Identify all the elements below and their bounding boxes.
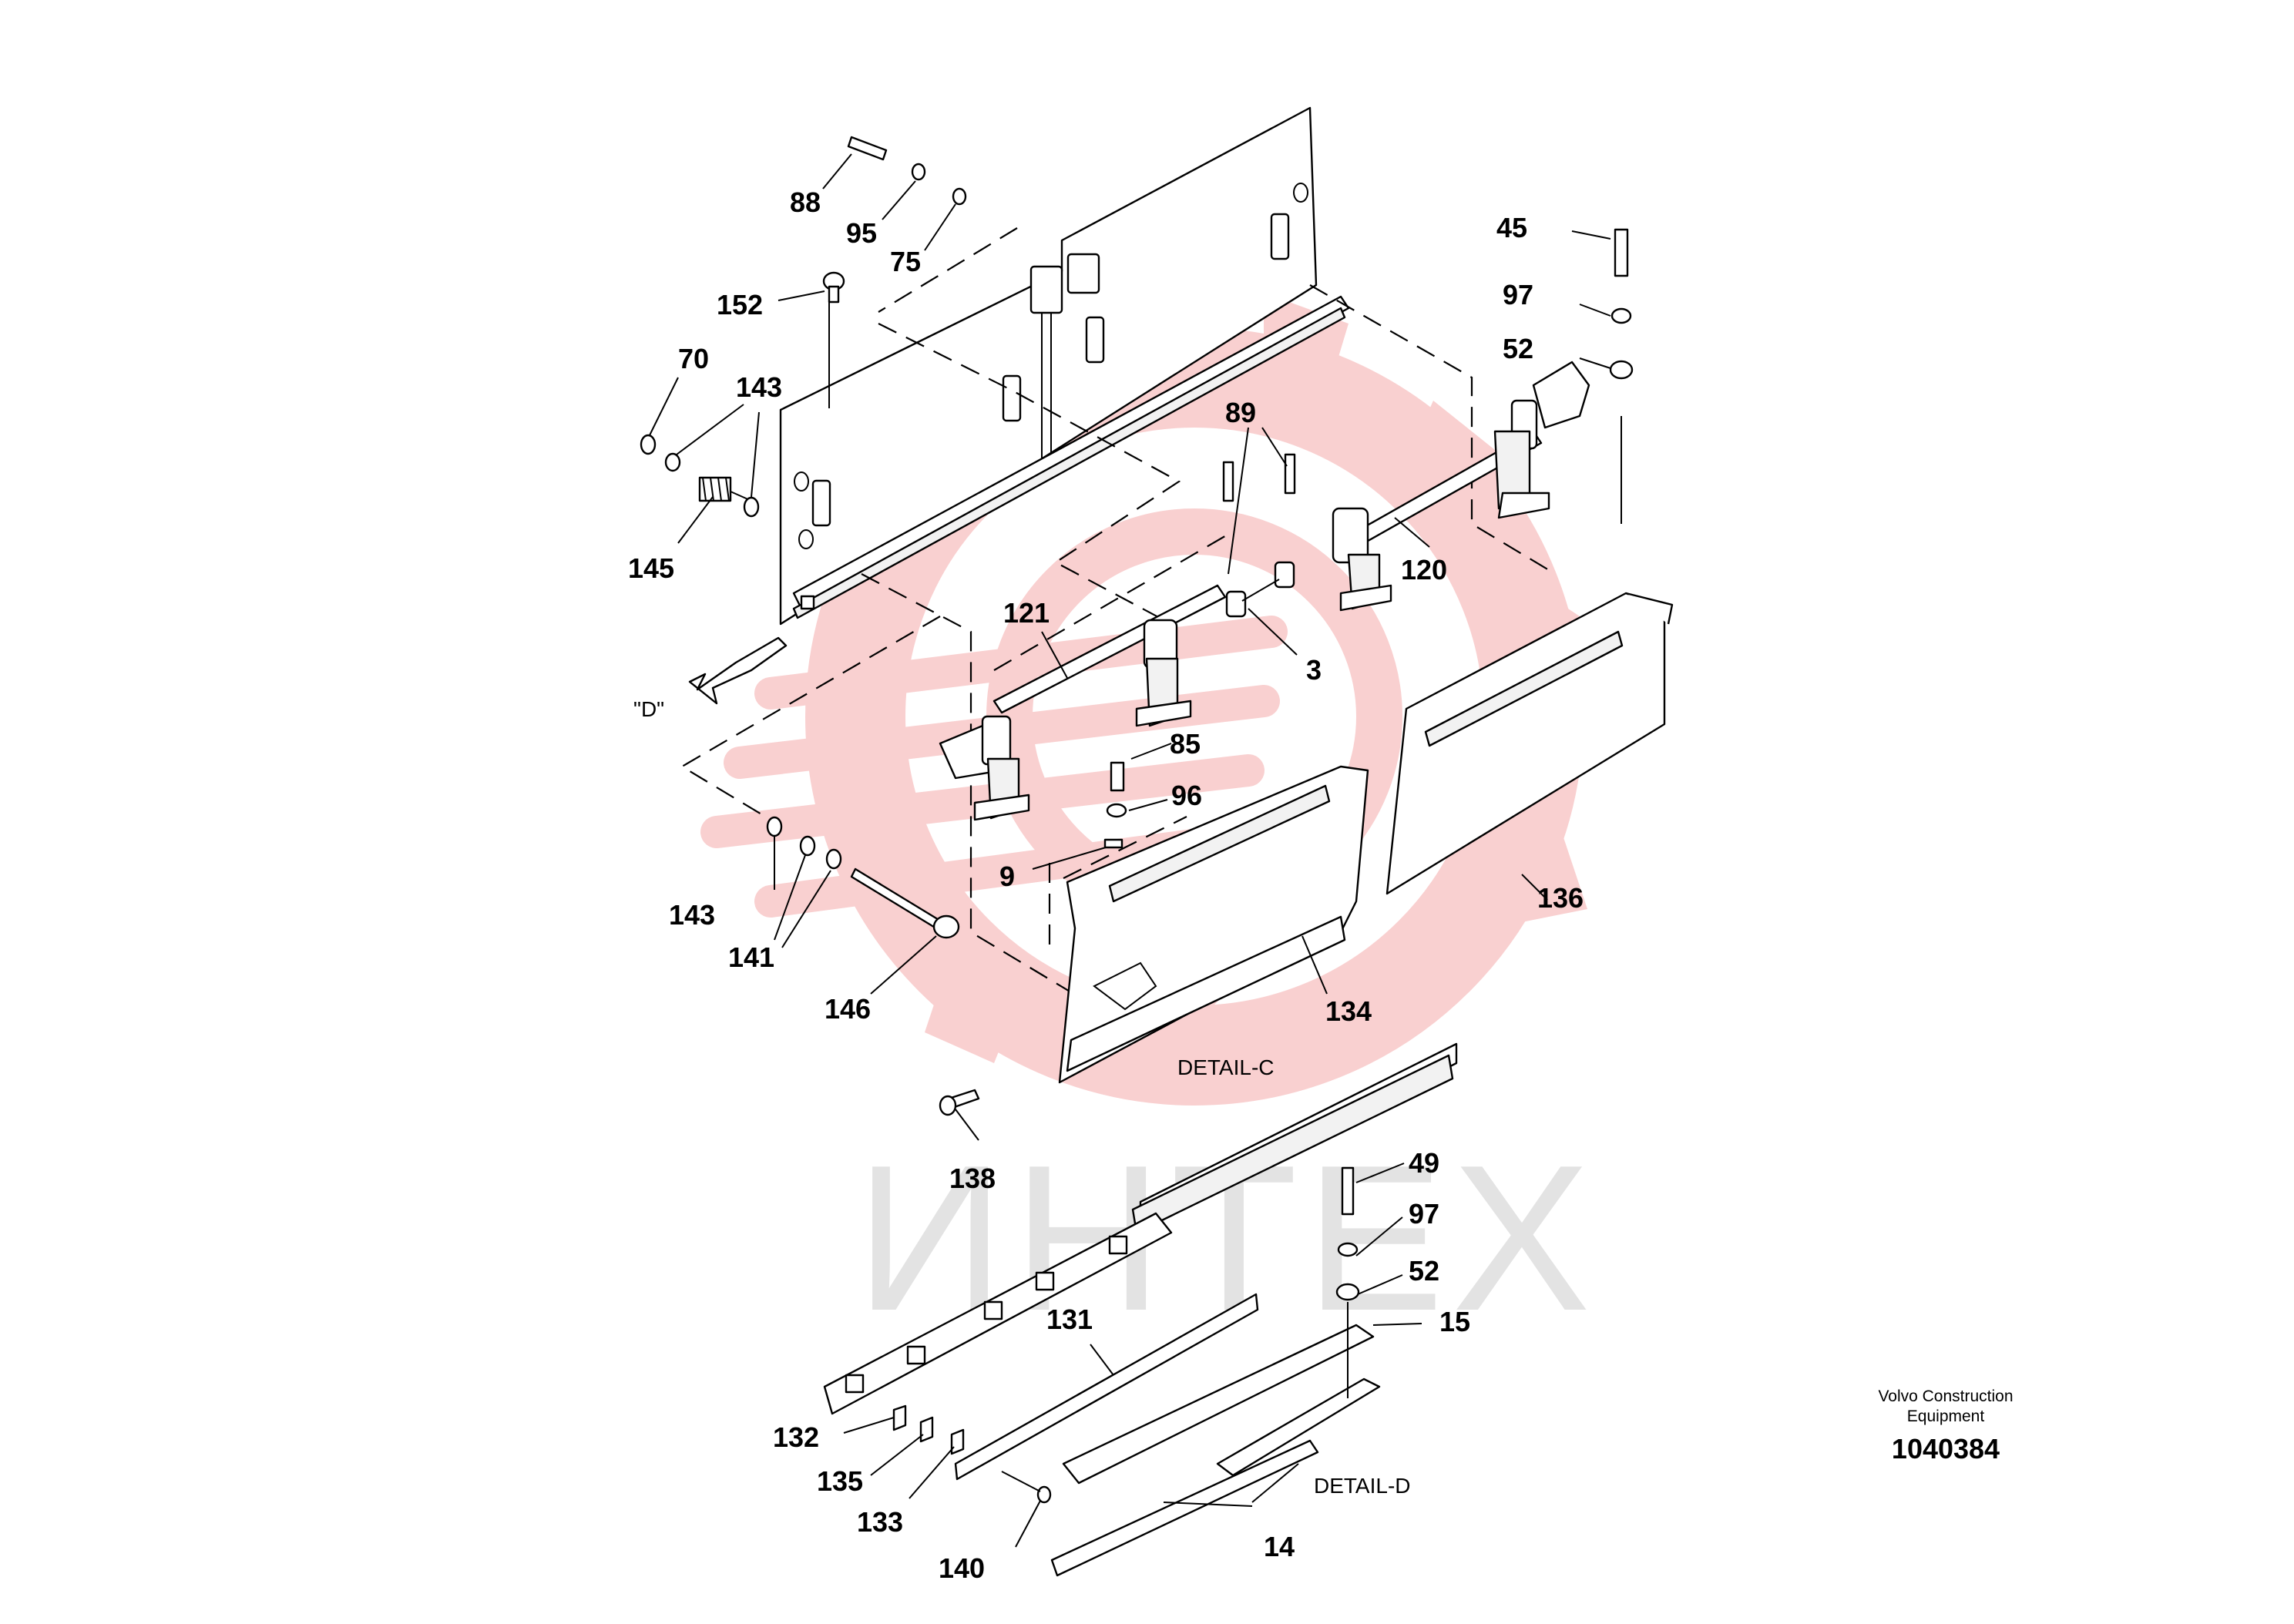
label-133: 133 bbox=[857, 1506, 903, 1538]
label-97-upper: 97 bbox=[1503, 279, 1533, 310]
shims-132-135-133 bbox=[892, 1404, 965, 1455]
label-140: 140 bbox=[939, 1552, 985, 1584]
detail-c-label: DETAIL-C bbox=[1177, 1055, 1275, 1079]
part-labels: 88 95 75 152 70 143 145 45 97 52 89 120 … bbox=[628, 186, 1584, 1584]
strips-14 bbox=[1050, 1377, 1381, 1577]
label-52-lower: 52 bbox=[1409, 1255, 1439, 1287]
label-85: 85 bbox=[1170, 728, 1201, 760]
label-143-lower: 143 bbox=[669, 899, 715, 931]
label-135: 135 bbox=[817, 1465, 863, 1497]
view-arrow-d bbox=[688, 636, 788, 705]
label-138: 138 bbox=[949, 1163, 996, 1194]
label-145: 145 bbox=[628, 552, 674, 584]
assembly-lines bbox=[680, 227, 1550, 1002]
bolt-45-stack bbox=[1609, 228, 1634, 380]
label-136: 136 bbox=[1537, 882, 1584, 914]
rail-lower-long bbox=[823, 1212, 1173, 1415]
brand-line-2: Equipment bbox=[1906, 1408, 1985, 1425]
label-143-upper: 143 bbox=[736, 371, 782, 403]
label-121: 121 bbox=[1003, 597, 1050, 629]
label-146: 146 bbox=[825, 993, 871, 1025]
coupling-3 bbox=[1222, 453, 1296, 618]
panel-136 bbox=[1385, 592, 1674, 895]
drawing-info-block: Volvo Construction Equipment 1040384 bbox=[1819, 1387, 2073, 1465]
label-134: 134 bbox=[1325, 995, 1372, 1027]
back-panel bbox=[779, 106, 1350, 626]
label-96: 96 bbox=[1171, 780, 1202, 811]
spring-145 bbox=[640, 434, 760, 518]
bolt-138 bbox=[939, 1089, 980, 1116]
leader-lines bbox=[649, 153, 1622, 1548]
shaft-121 bbox=[939, 584, 1227, 821]
bolt-140 bbox=[1001, 1471, 1052, 1504]
pin-152 bbox=[822, 271, 845, 304]
label-15: 15 bbox=[1439, 1306, 1470, 1337]
label-141: 141 bbox=[728, 941, 774, 973]
brand-line-1: Volvo Construction bbox=[1878, 1387, 2014, 1405]
strip-15 bbox=[1062, 1324, 1375, 1485]
detail-d-label: DETAIL-D bbox=[1314, 1474, 1411, 1498]
shaft-120 bbox=[1332, 361, 1590, 612]
label-152: 152 bbox=[717, 289, 763, 320]
bolt-88 bbox=[847, 136, 967, 206]
label-89: 89 bbox=[1225, 397, 1256, 428]
view-d-label: "D" bbox=[633, 697, 664, 721]
label-3: 3 bbox=[1306, 654, 1322, 686]
label-49: 49 bbox=[1409, 1147, 1439, 1179]
strip-131 bbox=[954, 1293, 1259, 1481]
label-120: 120 bbox=[1401, 554, 1447, 586]
label-52-upper: 52 bbox=[1503, 333, 1533, 364]
label-9: 9 bbox=[999, 861, 1015, 892]
label-95: 95 bbox=[846, 217, 877, 249]
panel-134 bbox=[1058, 765, 1369, 1084]
drawing-number: 1040384 bbox=[1891, 1433, 2000, 1465]
label-75: 75 bbox=[890, 246, 921, 277]
bolt-49-stack bbox=[1335, 1166, 1360, 1398]
rail-upper bbox=[1131, 1042, 1458, 1234]
rod-146 bbox=[766, 816, 960, 939]
label-131: 131 bbox=[1046, 1304, 1093, 1335]
label-88: 88 bbox=[790, 186, 821, 218]
label-70: 70 bbox=[678, 343, 709, 374]
label-45: 45 bbox=[1496, 212, 1527, 243]
label-97-lower: 97 bbox=[1409, 1198, 1439, 1230]
bolt-85-stack bbox=[1103, 761, 1127, 849]
label-14: 14 bbox=[1264, 1531, 1295, 1562]
label-132: 132 bbox=[773, 1421, 819, 1453]
